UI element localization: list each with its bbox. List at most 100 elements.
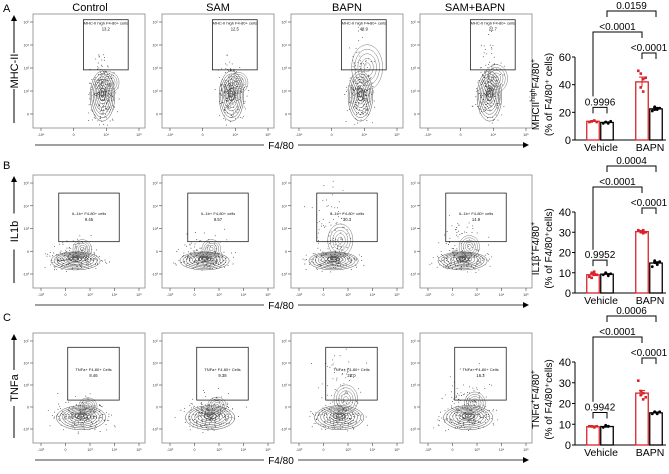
event-dot — [329, 417, 330, 419]
event-dot — [360, 112, 362, 114]
gate-percentage: 13.2 — [102, 27, 111, 32]
gate-rectangle — [211, 19, 258, 71]
event-dot — [105, 117, 107, 119]
event-dot — [199, 247, 201, 249]
event-dot — [89, 92, 91, 94]
event-dot — [66, 259, 68, 261]
event-dot — [84, 417, 85, 419]
event-dot — [329, 243, 331, 245]
event-dot — [97, 105, 99, 107]
event-dot — [196, 249, 197, 251]
event-dot — [468, 264, 469, 266]
event-dot — [95, 249, 97, 251]
y-tick-label: 10 — [559, 268, 571, 280]
event-dot — [350, 415, 352, 416]
event-dot — [106, 429, 108, 431]
event-dot — [196, 424, 198, 426]
event-dot — [60, 407, 62, 409]
event-dot — [112, 105, 114, 107]
event-dot — [332, 180, 334, 182]
event-dot — [438, 242, 440, 244]
y-tick-label: 0 — [27, 113, 29, 117]
event-dot — [447, 264, 448, 266]
event-dot — [472, 387, 474, 389]
event-dot — [479, 108, 481, 110]
event-dot — [358, 51, 360, 53]
event-dot — [484, 49, 486, 51]
event-dot — [489, 109, 491, 111]
y-tick-label: 10³ — [153, 227, 159, 231]
event-dot — [102, 95, 104, 97]
event-dot — [371, 93, 373, 95]
event-dot — [118, 98, 120, 100]
contour-line — [233, 78, 243, 88]
event-dot — [105, 113, 107, 115]
event-dot — [348, 413, 350, 415]
event-dot — [68, 263, 69, 265]
event-dot — [240, 91, 242, 93]
event-dot — [64, 415, 66, 417]
y-axis-label-units: (% of F4/80⁺ cells) — [544, 53, 555, 136]
event-dot — [247, 90, 249, 92]
event-dot — [102, 112, 104, 114]
event-dot — [105, 424, 107, 425]
event-dot — [104, 57, 105, 59]
event-dot — [202, 431, 204, 433]
event-dot — [347, 371, 349, 373]
x-tick-label: 10⁵ — [523, 293, 529, 297]
event-dot — [205, 395, 207, 397]
event-dot — [348, 85, 349, 87]
event-dot — [437, 419, 439, 421]
gate-rectangle — [445, 192, 507, 243]
event-dot — [343, 246, 345, 248]
event-dot — [456, 232, 458, 233]
event-dot — [99, 404, 101, 406]
event-dot — [489, 104, 491, 106]
event-dot — [491, 122, 493, 124]
event-dot — [322, 218, 324, 220]
event-dot — [57, 254, 59, 256]
event-dot — [321, 383, 323, 385]
event-dot — [62, 243, 64, 245]
event-dot — [491, 66, 493, 68]
event-dot — [183, 410, 185, 412]
event-dot — [350, 376, 351, 377]
event-dot — [458, 422, 459, 424]
event-dot — [463, 416, 465, 418]
event-dot — [352, 426, 353, 428]
gate-label: IL-1b+ F4-80+ cells — [330, 211, 364, 216]
event-dot — [227, 264, 229, 266]
event-dot — [202, 414, 204, 416]
event-dot — [316, 268, 318, 270]
event-dot — [214, 264, 216, 266]
event-dot — [431, 262, 433, 264]
event-dot — [321, 223, 323, 225]
event-dot — [101, 59, 103, 61]
event-dot — [76, 238, 78, 240]
event-dot — [471, 423, 473, 424]
event-dot — [452, 259, 454, 261]
event-dot — [484, 71, 486, 72]
event-dot — [349, 47, 350, 49]
event-dot — [103, 59, 105, 61]
contour-line — [197, 410, 223, 423]
event-dot — [59, 405, 61, 407]
x-tick-label: 10⁴ — [104, 133, 110, 137]
event-dot — [361, 112, 363, 114]
event-dot — [362, 110, 364, 112]
event-dot — [320, 255, 322, 257]
y-tick-label: -10³ — [410, 428, 417, 432]
event-dot — [56, 268, 58, 270]
data-point — [609, 272, 613, 276]
event-dot — [493, 85, 495, 87]
x-tick-label: 10⁴ — [241, 448, 247, 452]
gate-label: TNFa+ F4-80+ Cells — [204, 367, 240, 372]
event-dot — [355, 65, 357, 66]
bar — [635, 230, 649, 294]
event-dot — [194, 259, 196, 261]
significance-bracket — [641, 207, 657, 214]
event-dot — [58, 415, 59, 417]
